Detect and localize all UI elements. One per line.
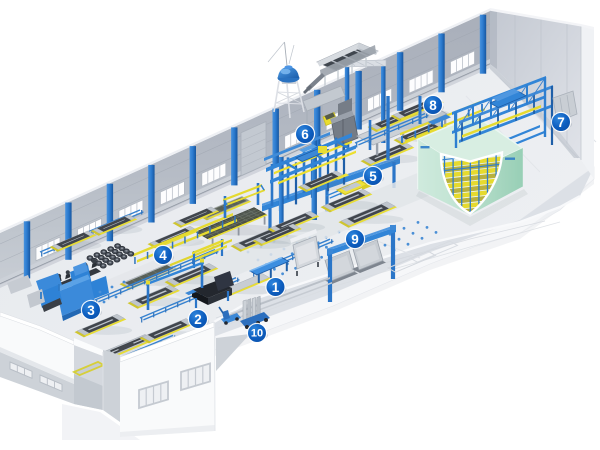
svg-text:1: 1: [272, 280, 280, 295]
svg-text:6: 6: [301, 127, 309, 142]
svg-text:4: 4: [159, 248, 167, 263]
svg-text:7: 7: [557, 115, 565, 130]
svg-text:10: 10: [251, 328, 263, 340]
svg-text:8: 8: [429, 98, 437, 113]
svg-text:5: 5: [369, 169, 377, 184]
svg-text:9: 9: [351, 232, 359, 247]
svg-text:2: 2: [194, 312, 202, 327]
svg-text:3: 3: [87, 303, 95, 318]
